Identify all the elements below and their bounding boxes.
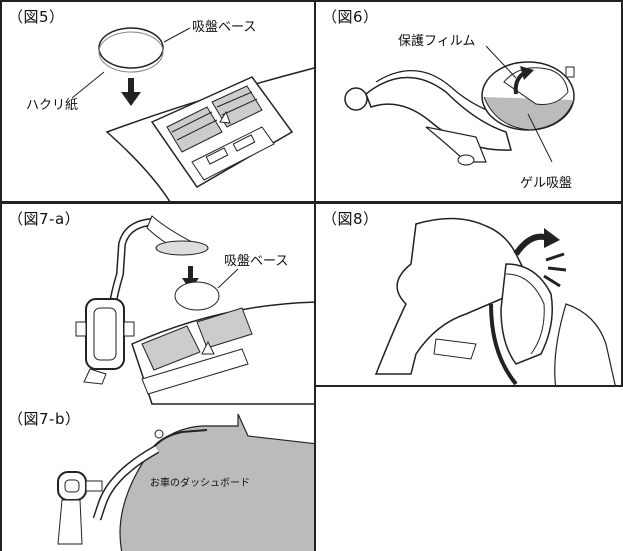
figure-7a-label: （図7-a） <box>8 210 81 228</box>
blank-region <box>316 387 623 551</box>
gel-suction-callout: ゲル吸盤 <box>520 176 573 191</box>
figure-7a-illustration <box>57 215 314 551</box>
figure-5-illustration <box>71 27 314 201</box>
figure-6-label: （図6） <box>322 8 379 26</box>
figure-8-panel: （図8） <box>314 202 623 387</box>
figure-8-label: （図8） <box>322 210 379 228</box>
protective-film-callout: 保護フィルム <box>398 34 476 49</box>
figure-8-illustration <box>374 217 616 385</box>
suction-base-callout: 吸盤ベース <box>192 20 257 35</box>
figure-6-panel: （図6） 保護フィルム ゲル吸盤 <box>314 0 623 203</box>
figure-7b-label: （図7-b） <box>8 410 81 428</box>
peel-paper-callout: ハクリ紙 <box>26 98 79 113</box>
suction-base-callout-7a: 吸盤ベース <box>224 254 289 269</box>
dashboard-callout: お車のダッシュボード <box>150 478 250 489</box>
figure-5-panel: （図5） 吸盤ベース ハクリ紙 <box>0 0 316 203</box>
figure-6-illustration <box>344 45 575 166</box>
figure-7-panel: （図7-a） 吸盤ベース （ <box>0 202 316 551</box>
figure-5-label: （図5） <box>8 8 65 26</box>
